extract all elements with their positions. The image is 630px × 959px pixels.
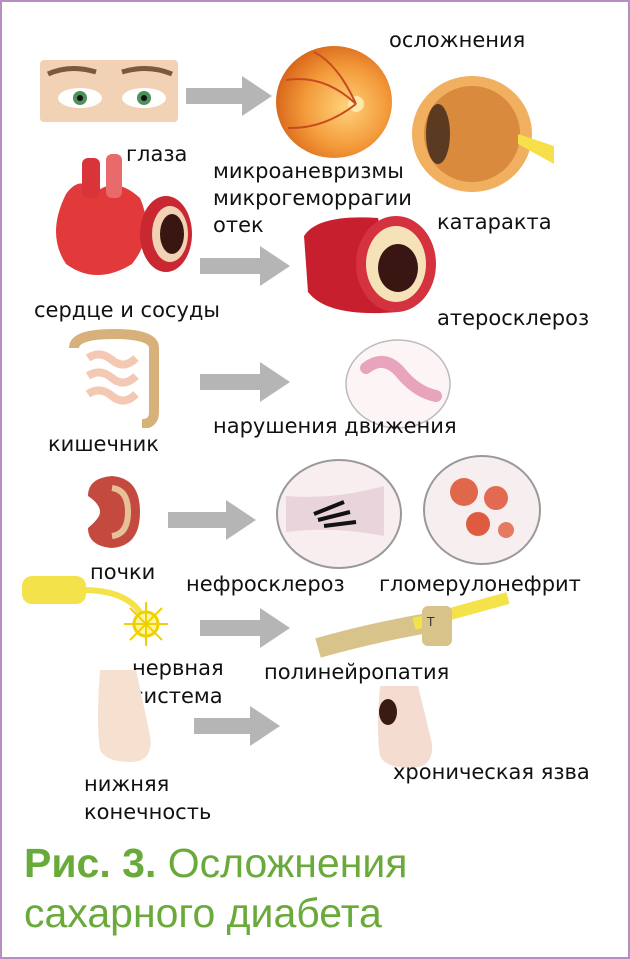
complication-glomerulonephritis: гломерулонефрит [379, 572, 581, 596]
complication-ulcer: хроническая язва [393, 760, 590, 784]
svg-text:T: T [426, 615, 435, 629]
organ-label-nerve-line1: нервная [132, 656, 224, 680]
complication-eye-line3: отек [213, 213, 264, 237]
arrow-eyes [186, 76, 272, 116]
ulcer-foot-image [378, 686, 433, 768]
kidney-image [88, 476, 140, 548]
caption-number: Рис. 3. [24, 840, 157, 886]
caption-title-line1: Осложнения [167, 840, 408, 886]
complication-nephrosclerosis: нефросклероз [186, 572, 345, 596]
nerve-image [22, 576, 168, 646]
arrow-intestine [200, 362, 290, 402]
organ-label-eyes: глаза [126, 142, 188, 166]
complication-motility: нарушения движения [213, 414, 457, 438]
artery-image [304, 216, 436, 314]
arrow-heart [200, 246, 290, 286]
complications-heading: осложнения [389, 28, 526, 52]
intestine-image [69, 328, 159, 428]
figure-caption: Рис. 3. Осложнения сахарного диабета [24, 838, 407, 938]
complication-eye-line1: микроаневризмы [213, 159, 404, 183]
heart-image [56, 154, 192, 275]
retina-image [276, 46, 392, 158]
organ-label-intestine: кишечник [48, 432, 159, 456]
organ-label-nerve-line2: система [132, 684, 223, 708]
nephrosclerosis-image [276, 459, 402, 569]
eyeball-image [412, 76, 554, 192]
organ-label-limb-line2: конечность [84, 800, 212, 824]
caption-title-line2: сахарного диабета [24, 890, 382, 936]
arrow-limb [194, 706, 280, 746]
complication-eye-line2: микрогеморрагии [213, 186, 412, 210]
complication-atherosclerosis: атеросклероз [437, 306, 590, 330]
glomerulonephritis-image [423, 455, 541, 565]
organ-label-limb-line1: нижняя [84, 772, 170, 796]
eyes-image [40, 60, 178, 122]
foot-image [98, 670, 151, 762]
intestine-wall-image [345, 339, 451, 429]
polyneuropathy-image: T [315, 592, 510, 658]
arrow-nerve [200, 608, 290, 648]
complication-cataract: катаракта [437, 210, 552, 234]
organ-label-kidneys: почки [90, 560, 156, 584]
organ-label-heart: сердце и сосуды [34, 298, 220, 322]
complication-polyneuropathy: полинейропатия [264, 660, 450, 684]
arrow-kidneys [168, 500, 256, 540]
